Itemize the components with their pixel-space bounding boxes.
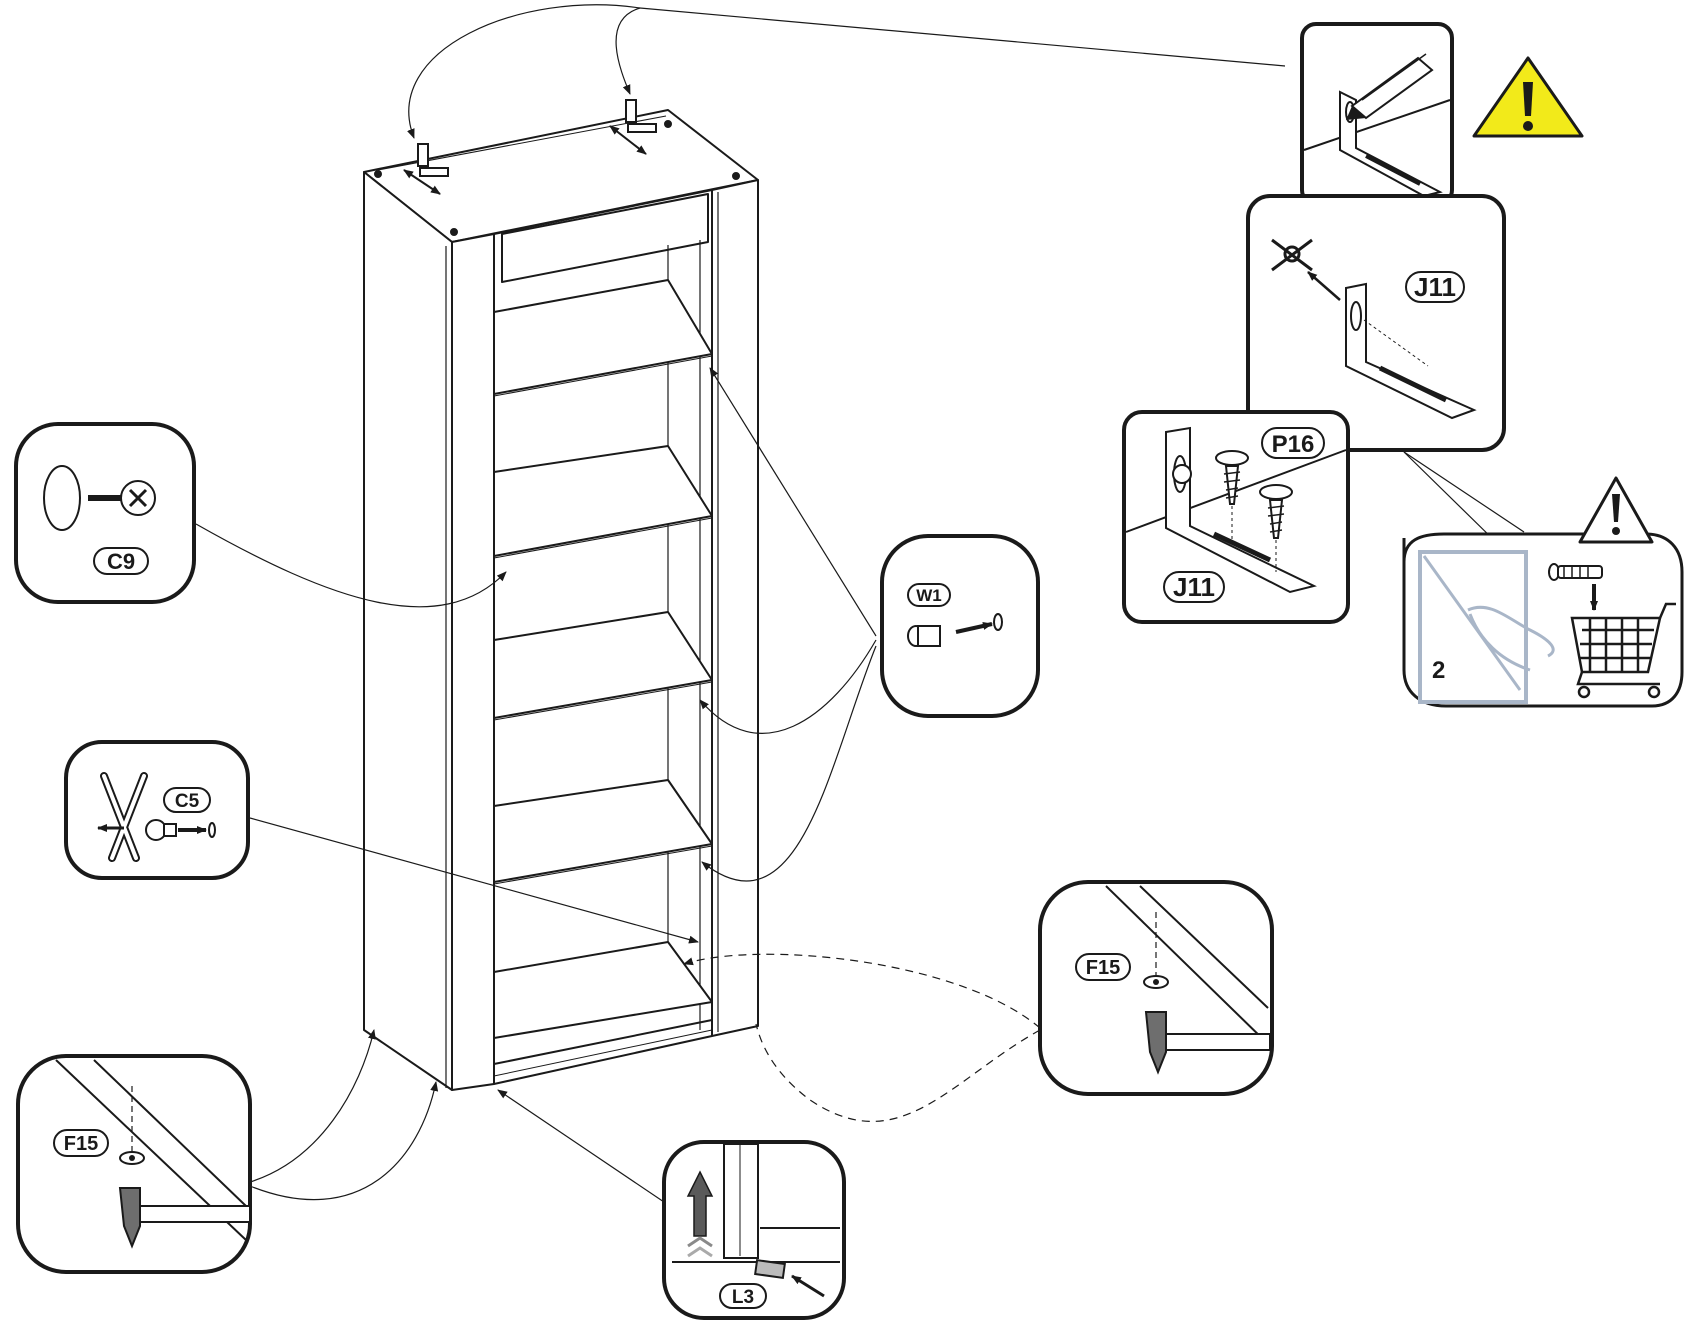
callout-c9: C9 — [14, 422, 196, 604]
label-c5: C5 — [175, 791, 200, 812]
cabinet-left-stile — [451, 233, 495, 1091]
cabinet-right-stile — [711, 179, 759, 1037]
cabinet-shelves — [493, 279, 713, 1039]
label-p16: P16 — [1272, 431, 1315, 458]
label-j11-bottom: J11 — [1173, 572, 1215, 602]
top-wall-brackets — [374, 99, 740, 236]
hammer-icon — [1144, 1011, 1271, 1075]
callout-l3: L3 — [662, 1140, 846, 1320]
callout-j11-wall: J11 — [1246, 194, 1506, 452]
callout-w1: W1 — [880, 534, 1040, 718]
callout-j11-p16: P16 J11 — [1122, 410, 1350, 624]
callout-wall-plugs-not-included: 2 — [1402, 476, 1684, 708]
callout-f15-left: F15 — [16, 1054, 252, 1274]
label-j11-top: J11 — [1414, 272, 1456, 302]
callout-c5: C5 — [64, 740, 250, 880]
shopping-cart-icon — [1570, 602, 1676, 699]
wall-hole-icon — [1271, 238, 1313, 272]
up-arrow-icon — [686, 1170, 714, 1237]
cabinet-top-rail — [501, 193, 709, 283]
pencil-icon — [1346, 53, 1434, 120]
callout-f15-right: F15 — [1038, 880, 1274, 1096]
leader-lines — [195, 4, 1525, 1203]
level-pad-icon — [754, 1258, 786, 1280]
hammer-icon — [118, 1187, 251, 1249]
step-number: 2 — [1432, 657, 1445, 684]
label-f15-right: F15 — [1086, 957, 1120, 979]
cabinet-left-side — [363, 171, 453, 1091]
booklet-icon: 2 — [1418, 550, 1555, 704]
label-l3: L3 — [732, 1287, 754, 1308]
cabinet — [363, 109, 759, 1091]
label-f15-left: F15 — [64, 1133, 98, 1155]
knob-icon — [43, 465, 81, 531]
screw-icon — [1259, 484, 1293, 539]
label-w1: W1 — [916, 586, 942, 605]
screw-icon — [1215, 450, 1249, 505]
caution-triangle-icon — [1578, 476, 1654, 544]
wall-plug-icon — [1548, 563, 1603, 611]
callout-mark-wall — [1300, 22, 1454, 206]
warning-triangle-icon — [1472, 56, 1584, 138]
label-c9: C9 — [107, 549, 135, 574]
